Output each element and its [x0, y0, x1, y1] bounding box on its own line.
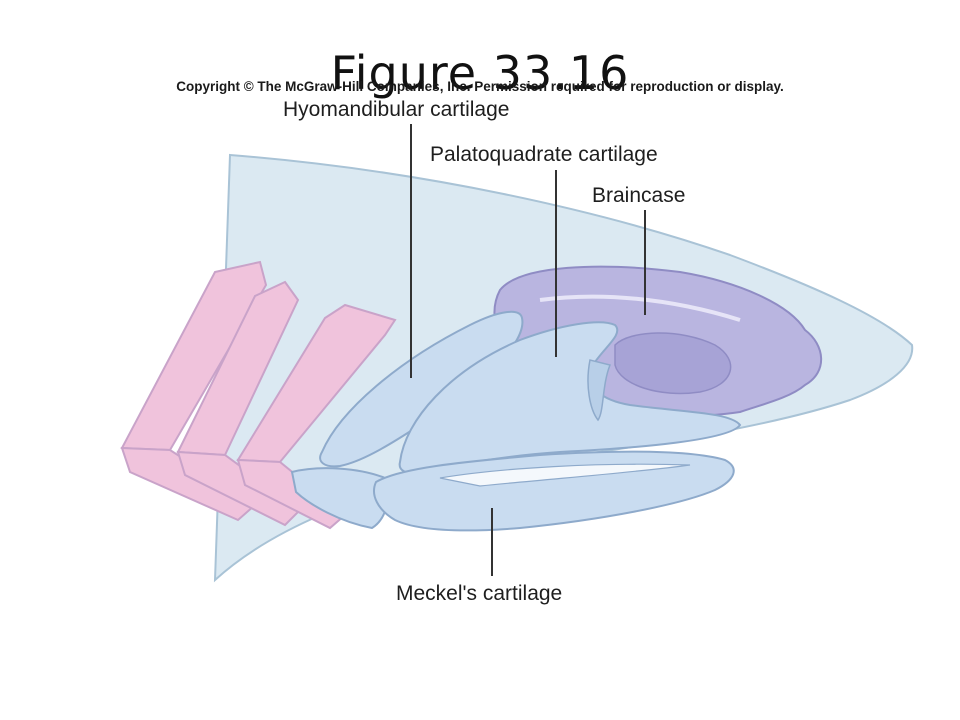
gill-lower-1 — [120, 446, 257, 522]
label-palatoquadrate-cartilage: Palatoquadrate cartilage — [430, 143, 658, 166]
label-braincase: Braincase — [592, 184, 686, 207]
meckels-cartilage — [373, 450, 735, 532]
gill-lower-3 — [236, 458, 347, 530]
palatoquadrate-process — [587, 359, 612, 422]
slide-title: Figure 33.16 — [330, 46, 630, 100]
gill-lower-2 — [176, 450, 302, 527]
braincase-orbit — [614, 332, 732, 395]
leader-lines — [410, 124, 646, 576]
braincase-ridge — [539, 294, 741, 322]
copyright-notice: Copyright © The McGraw-Hill Companies, I… — [176, 79, 784, 94]
gill-arch-1 — [120, 260, 268, 452]
label-hyomandibular-cartilage: Hyomandibular cartilage — [283, 98, 510, 121]
mouth-gap — [439, 463, 691, 487]
gill-arches — [120, 260, 397, 530]
label-meckels-cartilage: Meckel's cartilage — [396, 582, 563, 605]
